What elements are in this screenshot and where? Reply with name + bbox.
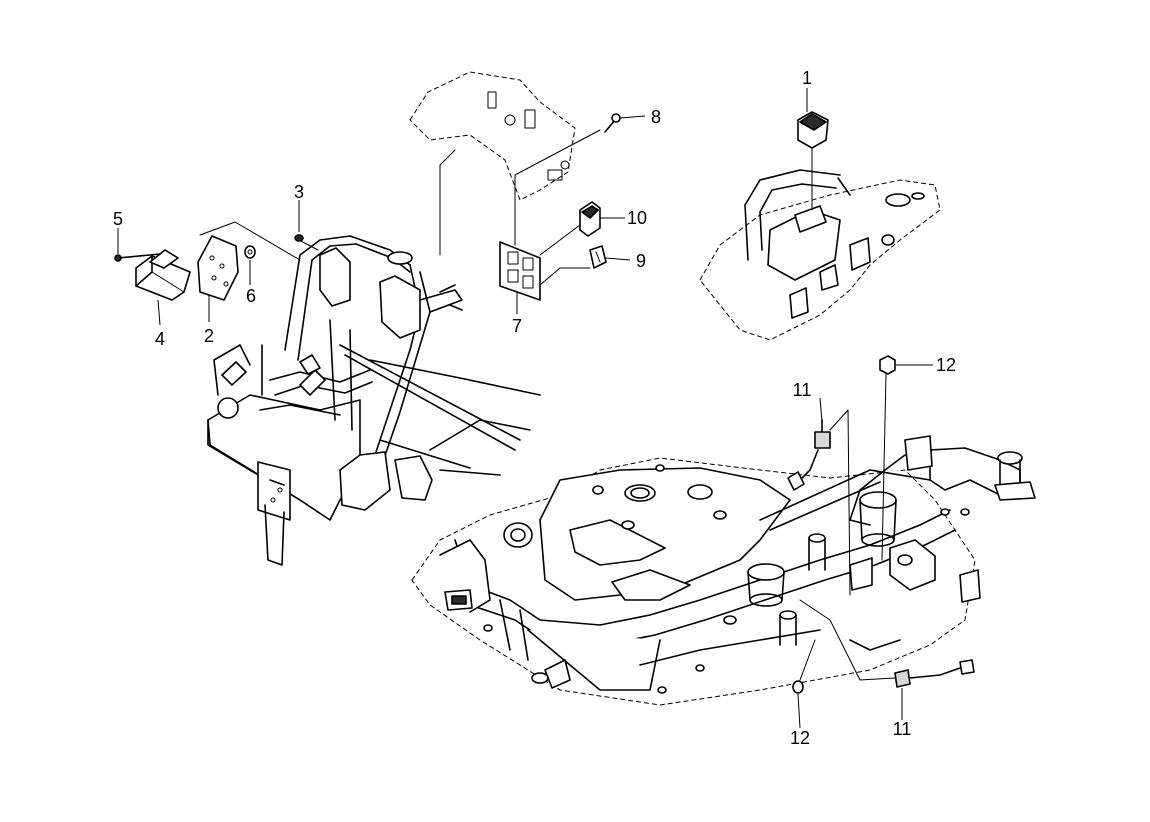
rocker-switch-1	[797, 111, 829, 211]
switch-clip	[589, 245, 607, 269]
dashboard-bracket	[409, 71, 576, 256]
front-frame	[207, 235, 541, 566]
callout-12-upper: 12	[936, 355, 956, 375]
mounting-plate	[197, 221, 301, 301]
callout-4: 4	[155, 329, 165, 349]
bolt-3	[294, 234, 319, 251]
callout-8: 8	[651, 107, 661, 127]
callout-10: 10	[627, 208, 647, 228]
deck-chassis	[411, 435, 1036, 706]
switch-plate	[499, 129, 601, 301]
callout-2: 2	[204, 326, 214, 346]
callout-9: 9	[636, 251, 646, 271]
callout-12-lower: 12	[790, 728, 810, 748]
leader-lines	[117, 88, 933, 729]
callout-6: 6	[246, 286, 256, 306]
screw-8	[604, 113, 621, 133]
callout-7: 7	[512, 316, 522, 336]
sensor-11-lower	[799, 599, 975, 688]
callout-1: 1	[802, 68, 812, 88]
screw-5	[114, 253, 161, 262]
sensor-11-upper	[787, 409, 851, 596]
callout-5: 5	[113, 209, 123, 229]
nut-6	[244, 245, 256, 259]
nut-12-upper	[879, 355, 896, 561]
rocker-switch-small	[579, 201, 601, 237]
callout-3: 3	[294, 182, 304, 202]
nut-12-lower	[792, 639, 816, 694]
dash-panel-housing	[699, 169, 941, 341]
callout-labels: 1 2 3 4 5 6 7 8 9 10 11 11 12 12	[113, 68, 956, 748]
callout-11-upper: 11	[793, 380, 812, 400]
callout-11-lower: 11	[893, 719, 912, 739]
control-module	[135, 249, 191, 301]
